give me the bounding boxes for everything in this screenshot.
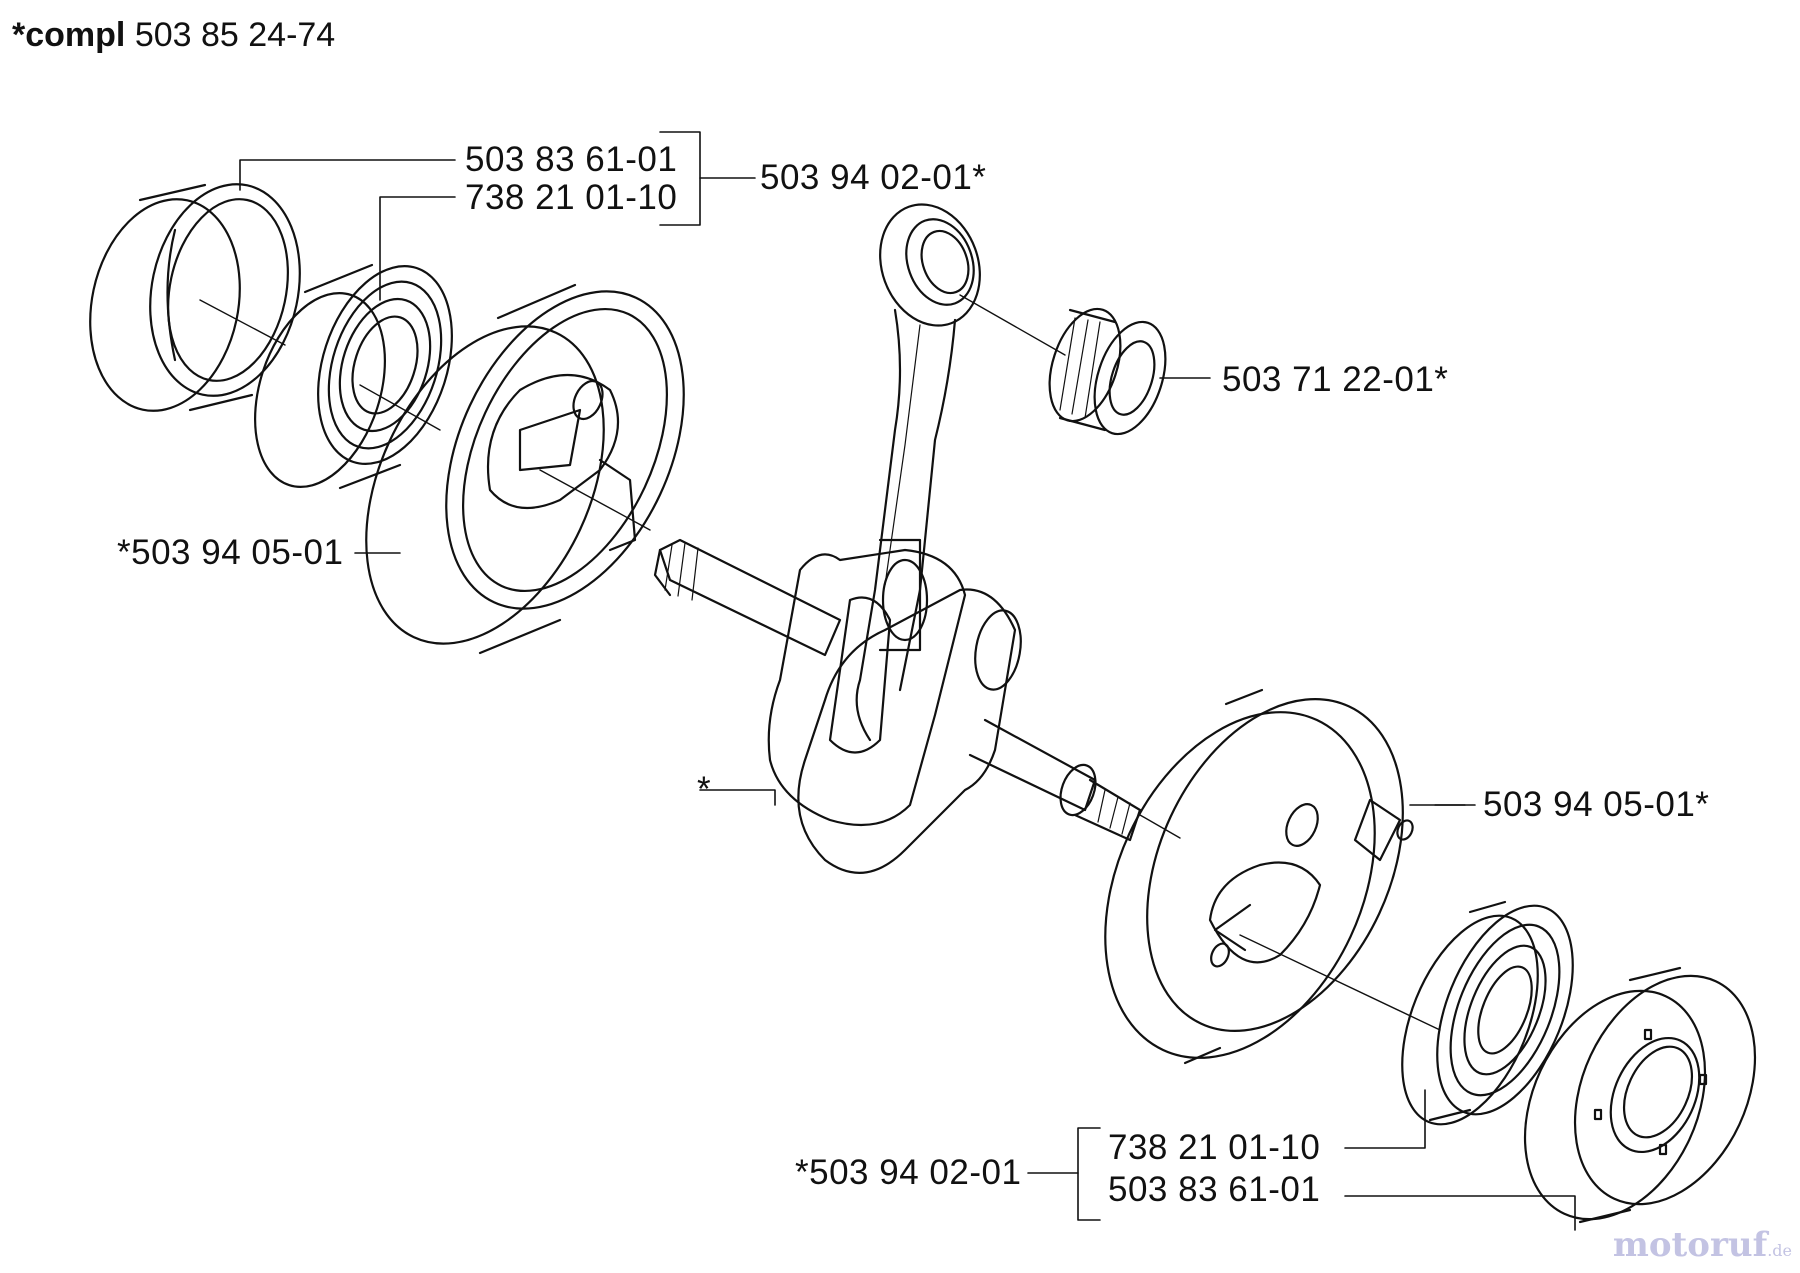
top-oil-seal [71, 170, 318, 425]
label-crankshaft: * [697, 770, 712, 809]
crankshaft [655, 540, 1180, 873]
bottom-ball-bearing [1375, 886, 1600, 1143]
connecting-rod [857, 190, 997, 740]
label-seal-top: 738 21 01-10 [465, 178, 678, 217]
label-bearing-bottom: 503 83 61-01 [1108, 1170, 1321, 1209]
page-title: *compl 503 85 24-74 [12, 16, 335, 55]
right-crank-half [1053, 658, 1454, 1102]
watermark-brand: motoruf [1612, 1225, 1768, 1265]
label-seal-bottom: 738 21 01-10 [1108, 1128, 1321, 1167]
needle-bearing [960, 295, 1178, 443]
label-crank-half-left: *503 94 05-01 [117, 533, 344, 572]
top-ball-bearing [232, 249, 475, 504]
label-needle-bearing: 503 71 22-01* [1222, 360, 1449, 399]
left-crank-half [319, 253, 731, 681]
label-crank-half-right: 503 94 05-01* [1483, 785, 1710, 824]
title-prefix: *compl [12, 16, 126, 54]
label-kit-bottom: *503 94 02-01 [795, 1153, 1022, 1192]
label-bearing-top: 503 83 61-01 [465, 140, 678, 179]
label-kit-top: 503 94 02-01* [760, 158, 987, 197]
bottom-oil-seal [1490, 947, 1790, 1249]
leader-lines [240, 132, 1575, 1230]
watermark-suffix: .de [1767, 1241, 1792, 1260]
watermark-logo: motoruf.de [1613, 1225, 1792, 1265]
title-part-number: 503 85 24-74 [134, 16, 336, 54]
